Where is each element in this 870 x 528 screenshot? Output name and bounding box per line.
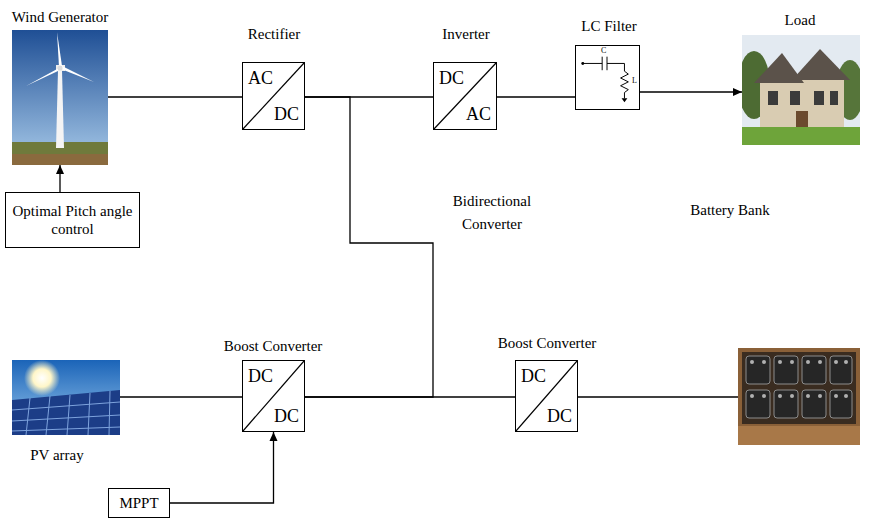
load-house: Load <box>742 35 860 145</box>
illustration <box>12 30 108 165</box>
connector-line <box>170 432 274 503</box>
boost-converter-box: Boost ConverterDCDC <box>242 360 305 432</box>
port-label: AC <box>466 105 491 123</box>
control-box: Optimal Pitch angle control <box>5 192 140 248</box>
box-label: MPPT <box>119 494 158 512</box>
port-label: DC <box>274 105 299 123</box>
component-title: PV array <box>30 446 83 464</box>
component-title: Boost Converter <box>224 337 323 355</box>
component-title: Boost Converter <box>498 334 597 352</box>
inverter-box: InverterDCAC <box>433 62 497 130</box>
port-label: DC <box>274 407 299 425</box>
component-title: Wind Generator <box>12 8 108 26</box>
illustration <box>576 46 639 109</box>
port-label: DC <box>439 69 464 87</box>
port-label: DC <box>521 367 546 385</box>
mppt-box: MPPT <box>108 488 170 518</box>
connector-line <box>59 165 60 192</box>
filter-box: LC FilterCL <box>575 45 640 110</box>
pv-array: PV array <box>12 360 120 435</box>
connector-line <box>305 97 433 397</box>
connector-line <box>578 396 738 397</box>
connector-line <box>497 96 575 97</box>
battery-bank: Battery Bank <box>738 348 860 445</box>
rectifier-box: RectifierACDC <box>242 62 305 130</box>
illustration <box>738 348 860 445</box>
wind-generator: Wind Generator <box>12 30 108 165</box>
component-title: LC Filter <box>581 17 636 35</box>
component-symbol-label: C <box>601 47 606 55</box>
port-label: DC <box>547 407 572 425</box>
connector-line <box>108 96 242 97</box>
illustration <box>742 35 860 145</box>
connector-label: Bidirectional Converter <box>440 190 544 237</box>
illustration <box>12 360 120 435</box>
connector-line <box>640 91 742 92</box>
port-label: DC <box>248 367 273 385</box>
port-label: AC <box>248 69 273 87</box>
component-symbol-label: L <box>632 77 637 85</box>
connector-line <box>120 396 242 397</box>
component-title: Inverter <box>442 25 489 43</box>
component-title: Battery Bank <box>690 201 770 219</box>
component-title: Rectifier <box>248 25 300 43</box>
box-label: Optimal Pitch angle control <box>12 202 133 238</box>
boost-converter-box: Boost ConverterDCDC <box>515 360 578 432</box>
component-title: Load <box>785 11 816 29</box>
